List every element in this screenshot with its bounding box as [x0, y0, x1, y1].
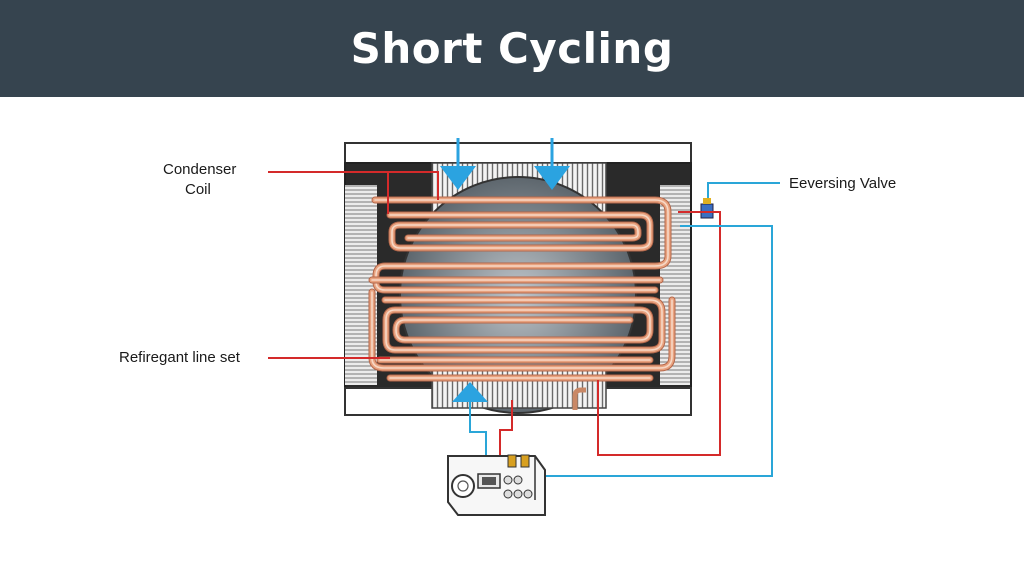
refrigerant-line-label: Refiregant line set	[119, 349, 240, 366]
thermostat-dial-inner	[457, 480, 469, 492]
hot-line-right	[597, 211, 721, 456]
airflow-arrows	[440, 138, 570, 402]
airflow-arrow-icon	[452, 382, 488, 402]
thermostat-button	[503, 475, 513, 485]
thermostat	[447, 454, 546, 516]
copper-coil	[368, 196, 676, 382]
condenser-leader-branch	[388, 171, 439, 200]
condenser-label-line1: Condenser	[163, 161, 237, 178]
cold-line-left	[469, 402, 487, 458]
coil-tubes	[368, 196, 676, 382]
hvac-diagram: (function(){ var g = document.getElement…	[268, 138, 780, 516]
condenser-coil-label: Condenser Coil	[163, 160, 236, 200]
thermostat-dial	[451, 474, 475, 498]
reversing-leader	[707, 182, 780, 212]
reversing-valve	[700, 198, 714, 219]
page-title: Short Cycling	[350, 24, 674, 73]
airflow-arrow-icon	[440, 166, 476, 190]
thermostat-screen	[482, 477, 496, 485]
thermostat-button	[513, 475, 523, 485]
refrigerant-lines	[469, 211, 773, 477]
hot-line-left	[499, 400, 513, 458]
valve-cap	[703, 198, 711, 204]
thermostat-button	[503, 489, 513, 499]
copper-stub	[572, 387, 586, 410]
thermostat-knob	[507, 454, 517, 468]
thermostat-button	[513, 489, 523, 499]
reversing-valve-label: Eeversing Valve	[789, 175, 897, 192]
cold-line-right	[542, 225, 773, 477]
cabinet-top	[344, 142, 692, 164]
condenser-label-line2: Coil	[185, 181, 211, 198]
airflow-arrow-icon	[534, 166, 570, 190]
thermostat-button	[523, 489, 533, 499]
title-bar: Short Cycling	[0, 0, 1024, 97]
thermostat-knob	[520, 454, 530, 468]
